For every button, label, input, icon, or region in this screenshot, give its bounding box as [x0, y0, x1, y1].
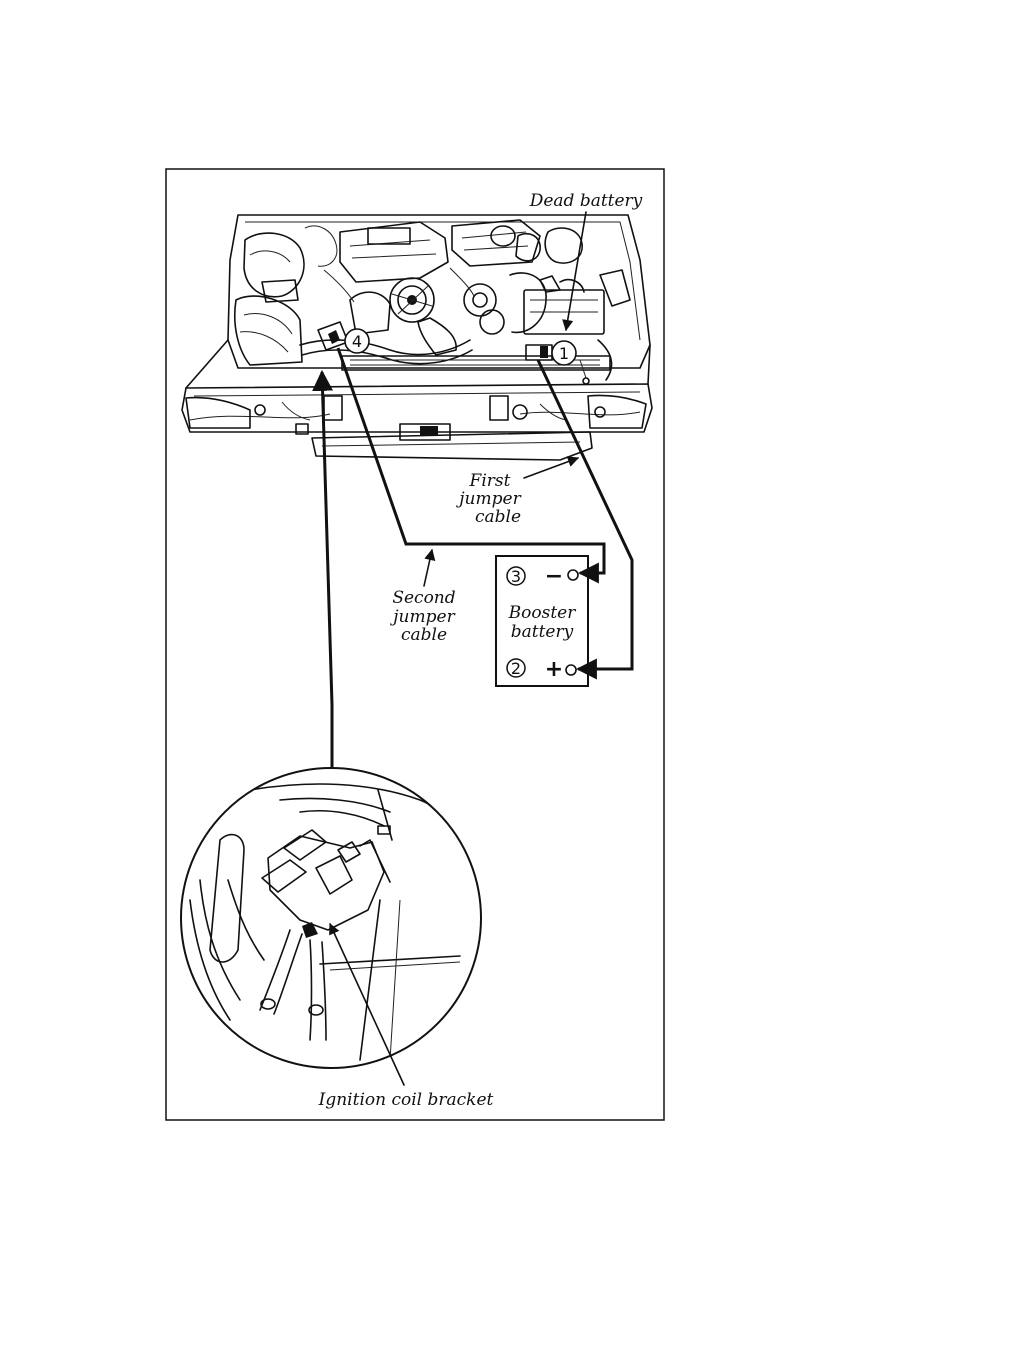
booster-battery: 3 − Booster battery 2 + — [496, 556, 588, 686]
ignition-coil-label: Ignition coil bracket — [318, 1090, 494, 1110]
step-4-number: 4 — [352, 332, 362, 351]
dead-battery-label: Dead battery — [529, 191, 643, 211]
second-cable-leader — [424, 550, 432, 586]
positive-terminal — [566, 665, 576, 675]
second-jumper-cable — [338, 348, 604, 573]
second-cable-label-line-2: jumper — [389, 607, 455, 627]
first-cable-label-line-3: cable — [475, 507, 521, 527]
ignition-coil-detail — [181, 765, 481, 1068]
engine-compartment-illustration — [182, 215, 652, 460]
first-cable-label-line-1: First — [469, 471, 511, 491]
booster-label-line-1: Booster — [508, 603, 577, 623]
negative-terminal-sign: − — [545, 564, 563, 589]
negative-terminal — [568, 570, 578, 580]
step-1-number: 1 — [559, 344, 569, 363]
step-2-number: 2 — [511, 659, 521, 678]
second-cable-label-line-1: Second — [392, 588, 455, 608]
second-cable-label-line-3: cable — [401, 625, 447, 645]
first-cable-leader — [524, 458, 578, 478]
first-cable-label-line-2: jumper — [455, 489, 521, 509]
positive-terminal-sign: + — [545, 657, 563, 682]
step-3-number: 3 — [511, 567, 521, 586]
booster-label-line-2: battery — [511, 622, 574, 642]
